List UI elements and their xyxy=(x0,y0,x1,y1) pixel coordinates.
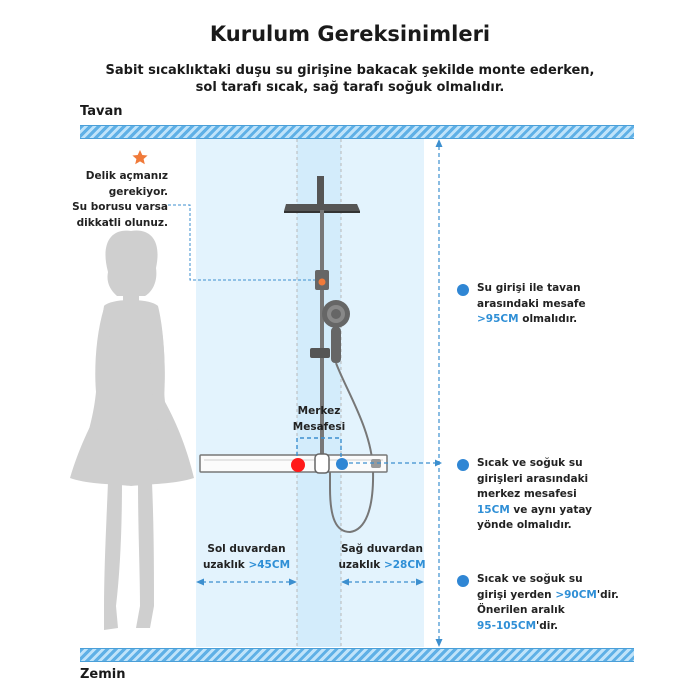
note-2-line-3: merkez mesafesi xyxy=(477,488,577,500)
note-3-height-value: >90CM xyxy=(555,588,597,601)
note-2-suffix: ve aynı yatay xyxy=(509,503,592,516)
right-wall-label: Sağ duvardan uzaklık >28CM xyxy=(334,542,430,573)
note-3-line-4: 95-105CM'dir. xyxy=(477,619,619,635)
hole-note-line-1: Delik açmanız xyxy=(85,170,168,182)
left-distance-arrow-left xyxy=(196,578,204,586)
hole-note-line-4: dikkatli olunuz. xyxy=(76,216,168,229)
right-distance-arrow-right xyxy=(416,578,424,586)
note-1-value: >95CM xyxy=(477,313,519,325)
right-distance-arrow-left xyxy=(341,578,349,586)
note-ceiling-distance: Su girişi ile tavan arasındaki mesafe >9… xyxy=(477,281,586,328)
center-zone xyxy=(297,139,341,647)
note-2-line-4: 15CM ve aynı yatay xyxy=(477,503,592,519)
hot-inlet-dot xyxy=(291,458,305,472)
ceiling-arrow xyxy=(435,139,443,147)
left-wall-label: Sol duvardan uzaklık >45CM xyxy=(196,542,297,573)
page-title: Kurulum Gereksinimleri xyxy=(209,22,491,46)
right-wall-value: >28CM xyxy=(383,558,426,571)
center-distance-label: Merkez Mesafesi xyxy=(276,404,362,435)
info-dot-icon xyxy=(457,575,469,587)
hole-leader-line xyxy=(168,204,318,281)
subtitle-line-1: Sabit sıcaklıktaki duşu su girişine baka… xyxy=(105,63,595,78)
left-distance-arrow-right xyxy=(289,578,297,586)
info-dot-icon xyxy=(457,459,469,471)
note-3-prefix: girişi yerden xyxy=(477,588,556,601)
floor-label: Zemin xyxy=(80,667,126,682)
subtitle-line-2: sol tarafı sıcak, sağ tarafı soğuk olmal… xyxy=(195,80,505,95)
left-wall-value: >45CM xyxy=(248,558,291,571)
right-wall-line-1: Sağ duvardan xyxy=(341,543,423,555)
hole-note-line-3: Su borusu varsa xyxy=(72,201,168,213)
note-3-range-value: 95-105CM xyxy=(477,619,537,632)
center-distance-line-1: Merkez xyxy=(297,405,341,417)
note-3-line-2: girişi yerden >90CM'dir. xyxy=(477,588,619,604)
note-3-range-suffix: 'dir. xyxy=(536,619,559,632)
floor-arrow xyxy=(435,639,443,647)
info-dot-icon xyxy=(457,284,469,296)
note-2-value: 15CM xyxy=(477,503,510,516)
left-wall-prefix: uzaklık xyxy=(202,558,249,571)
ceiling-band xyxy=(80,125,634,139)
hole-note: Delik açmanız gerekiyor. Su borusu varsa… xyxy=(56,169,168,231)
right-wall-prefix: uzaklık xyxy=(338,558,384,571)
left-wall-line-1: Sol duvardan xyxy=(207,543,286,555)
note-center-distance: Sıcak ve soğuk su girişleri arasındaki m… xyxy=(477,456,592,534)
note-2-line-1: Sıcak ve soğuk su xyxy=(477,457,583,469)
left-wall-line-2: uzaklık >45CM xyxy=(196,558,297,574)
note-2-line-5: yönde olmalıdır. xyxy=(477,519,572,531)
note-1-suffix: olmalıdır. xyxy=(518,313,578,325)
floor-band xyxy=(80,648,634,662)
note-3-line-3: Önerilen aralık xyxy=(477,604,565,616)
hand-shower-icon xyxy=(322,300,350,363)
star-icon xyxy=(132,150,148,165)
note-1-line-1: Su girişi ile tavan xyxy=(477,282,581,294)
cold-inlet-dot xyxy=(336,458,348,470)
note-1-line-2: arasındaki mesafe xyxy=(477,297,586,310)
hole-note-line-2: gerekiyor. xyxy=(108,185,168,198)
person-silhouette xyxy=(70,230,194,630)
note-3-height-suffix: 'dir. xyxy=(596,588,619,601)
note-1-line-3: >95CM olmalıdır. xyxy=(477,312,586,328)
note-3-line-1: Sıcak ve soğuk su xyxy=(477,573,583,585)
center-distance-line-2: Mesafesi xyxy=(292,420,346,433)
note-2-line-2: girişleri arasındaki xyxy=(477,472,589,485)
shower-head-icon xyxy=(284,204,360,211)
note-floor-height: Sıcak ve soğuk su girişi yerden >90CM'di… xyxy=(477,572,619,634)
ceiling-label: Tavan xyxy=(80,104,123,119)
right-wall-line-2: uzaklık >28CM xyxy=(334,558,430,574)
